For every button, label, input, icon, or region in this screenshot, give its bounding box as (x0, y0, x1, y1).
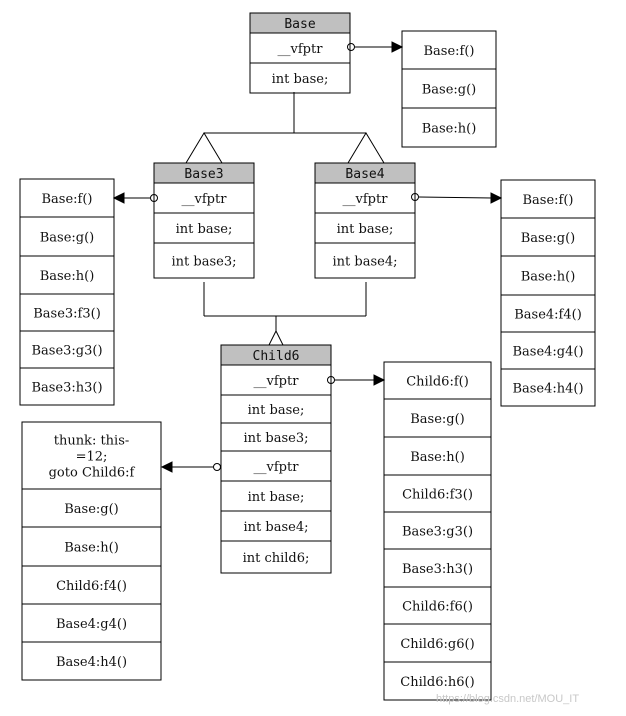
vtable-base4: Base:f() Base:g() Base:h() Base4:f4() Base4:… (500, 179, 596, 407)
class-field: __vfptr (343, 192, 389, 207)
class-border (314, 162, 416, 279)
vtable-entry: Base3:h3() (31, 381, 102, 396)
class-field: __vfptr (182, 192, 228, 207)
inheritance-arrow-base3 (185, 132, 223, 164)
class-field: __vfptr (254, 460, 300, 475)
class-field: __vfptr (278, 42, 324, 57)
vtable-entry: Child6:f3() (402, 488, 473, 503)
inheritance-arrow-base4 (347, 132, 385, 164)
class-field: int base; (337, 222, 394, 237)
class-header: Base (249, 12, 351, 34)
vtable-entry: Base:f() (41, 192, 92, 207)
class-name: Child6 (253, 349, 300, 364)
watermark: https://blog.csdn.net/MOU_IT (436, 693, 579, 705)
class-field: int base; (272, 72, 329, 87)
vtable-entry: Base4:h4() (56, 655, 127, 670)
vtable-border (21, 421, 162, 681)
vtable-entry: Base:g() (521, 231, 576, 246)
class-border (220, 344, 332, 574)
vtable-entry: Base:f() (522, 193, 573, 208)
inheritance-arrow-child6 (268, 329, 284, 346)
class-field: int base4; (244, 520, 309, 535)
class-field: int base3; (244, 431, 309, 446)
class-border (153, 162, 255, 279)
vtable-entry: Child6:g6() (400, 637, 474, 652)
vtable-entry: Base4:f4() (514, 308, 582, 323)
vtable-entry: thunk: this-=12;goto Child6:f (49, 434, 136, 481)
class-name: Base4 (345, 167, 384, 182)
vtable-entry: Base:h() (40, 269, 95, 284)
vtable-child6-first: Child6:f() Base:g() Base:h() Child6:f3() Bas… (383, 361, 492, 701)
class-field: int base3; (172, 255, 237, 270)
class-border (249, 12, 351, 94)
vfptr-arrows (112, 41, 503, 473)
vtable-entry: Base4:g4() (512, 345, 583, 360)
vtable-base: Base:f() Base:g() Base:h() (401, 30, 497, 148)
vtable-entry: Child6:f() (406, 375, 469, 390)
vtable-border (500, 179, 596, 407)
class-header: Base3 (153, 162, 255, 184)
inheritance-connectors (185, 92, 385, 346)
class-header: Child6 (220, 344, 332, 366)
class-field: int base; (176, 222, 233, 237)
class-field: __vfptr (254, 374, 300, 389)
vtable-entry: Base:f() (423, 44, 474, 59)
class-field: int base; (248, 403, 305, 418)
vtable-border (401, 30, 497, 148)
vtable-entry: Child6:f6() (402, 600, 473, 615)
class-name: Base (284, 17, 315, 32)
class-field: int base4; (333, 255, 398, 270)
vtable-entry: Base:g() (64, 502, 119, 517)
class-name: Base3 (184, 167, 223, 182)
vtable-entry: Base4:g4() (56, 617, 127, 632)
vtable-entry: Base3:h3() (402, 562, 473, 577)
vtable-entry: Base:g() (410, 412, 465, 427)
vtable-entry: Base:h() (422, 122, 477, 137)
vtable-entry: Base4:h4() (512, 382, 583, 397)
vtable-entry: Base:h() (410, 450, 465, 465)
vtable-entry: Base:g() (422, 83, 477, 98)
vtable-entry: Child6:h6() (400, 675, 474, 690)
vtable-entry: Base:g() (40, 231, 95, 246)
vtable-border (383, 361, 492, 701)
vtable-entry: Base3:g3() (31, 344, 102, 359)
vtable-border (19, 178, 115, 406)
vtable-base3: Base:f() Base:g() Base:h() Base3:f3() Base3:… (19, 178, 115, 406)
vtable-entry: Base:h() (64, 541, 119, 556)
vtable-entry: Child6:f4() (56, 579, 127, 594)
class-field: int child6; (243, 551, 310, 566)
class-field: int base; (248, 490, 305, 505)
class-header: Base4 (314, 162, 416, 184)
vtable-entry: Base3:g3() (402, 525, 473, 540)
vtable-entry: Base:h() (521, 270, 576, 285)
vtable-entry: Base3:f3() (33, 307, 101, 322)
